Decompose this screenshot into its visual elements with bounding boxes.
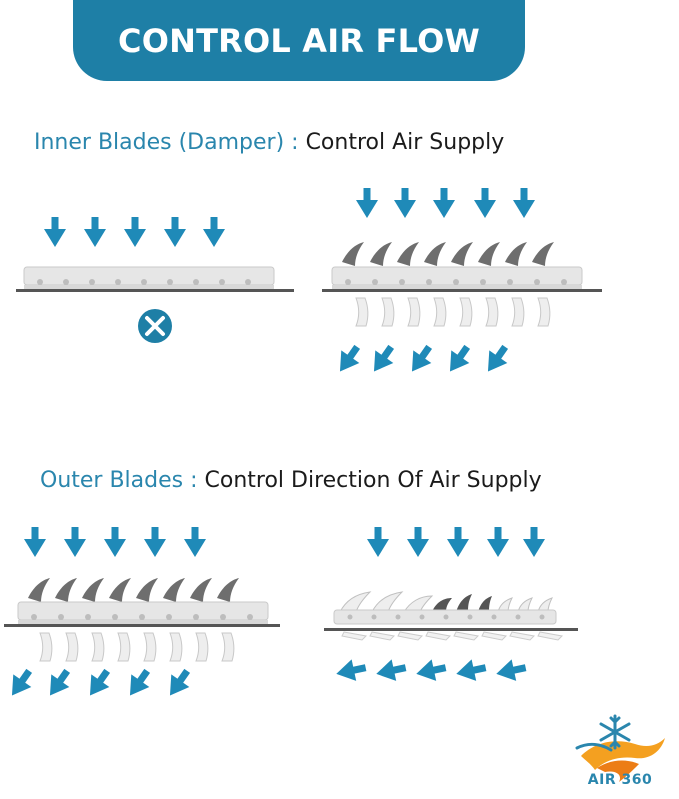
title-banner: CONTROL AIR FLOW (73, 0, 525, 81)
inner-blades-heading: Inner Blades (Damper) : Control Air Supp… (34, 130, 504, 155)
brand-name: AIR 360 (587, 772, 653, 788)
close-icon (138, 309, 172, 343)
open-damper-diagram (322, 188, 602, 378)
outer-blades-straight-diagram (2, 527, 280, 702)
outer-blades-label: Outer Blades : (40, 468, 198, 493)
inner-blades-description: Control Air Supply (305, 130, 505, 155)
inner-blades-label: Inner Blades (Damper) : (34, 130, 299, 155)
closed-damper-diagram (16, 217, 294, 343)
outer-blades-description: Control Direction Of Air Supply (204, 468, 542, 493)
page-title: CONTROL AIR FLOW (118, 21, 480, 60)
snowflake-flame-logo-icon (575, 714, 665, 782)
outer-blades-heading: Outer Blades : Control Direction Of Air … (40, 468, 542, 493)
outer-blades-angled-diagram (324, 527, 578, 685)
